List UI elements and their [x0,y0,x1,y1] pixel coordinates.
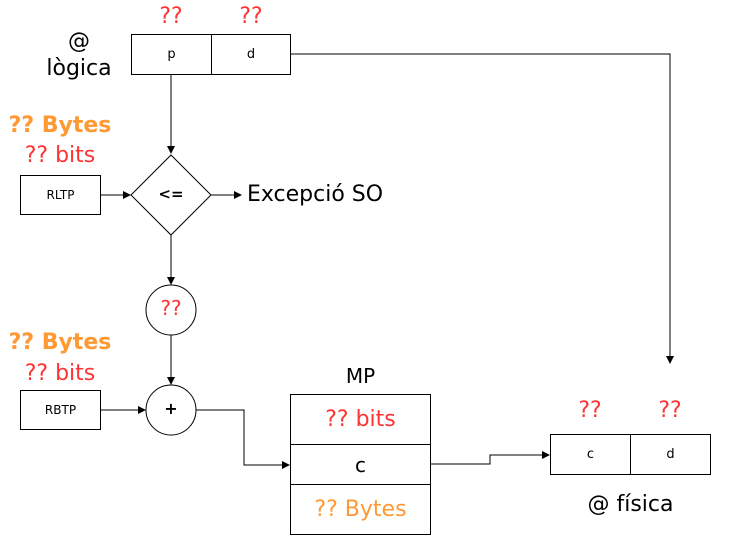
adder-operator: + [164,399,178,418]
logical-field-d: d [211,34,291,75]
wire-adder-to-mp [196,409,290,469]
main-memory-c: c [355,452,366,477]
main-memory-title: MP [345,364,376,388]
logica-text: lògica [46,56,112,81]
physical-field-c: c [550,434,631,475]
compare-operator: <= [158,185,184,203]
logical-d-bits: ?? [239,4,263,29]
logical-field-p: p [131,34,212,75]
rbtp-size-bytes: ?? Bytes [8,330,112,355]
main-memory-row-bytes: ?? Bytes [290,484,431,535]
at-symbol: @ [68,29,90,54]
wire-d-to-physical [291,53,674,364]
rbtp-size-bits: ?? bits [24,361,96,386]
rltp-size-bits: ?? bits [24,143,96,168]
main-memory-row-bits: ?? bits [290,394,431,445]
physical-c-bits: ?? [578,398,602,423]
physical-field-d-label: d [666,447,675,462]
rltp-label: RLTP [46,188,75,202]
multiplier-label: ?? [160,296,182,320]
physical-address-label: @ física [587,492,674,517]
logical-p-bits: ?? [159,4,183,29]
logical-address-label: @ lògica [40,28,118,82]
logical-field-d-label: d [246,47,256,62]
physical-field-c-label: c [586,447,595,462]
main-memory-bytes: ?? Bytes [314,497,407,522]
rbtp-label: RBTP [44,403,77,417]
main-memory-row-c: c [290,444,431,485]
rbtp-register: RBTP [20,390,101,430]
physical-field-d: d [630,434,711,475]
logical-field-p-label: p [167,47,176,62]
rltp-register: RLTP [20,175,101,215]
wire-mp-to-physical [431,451,550,465]
main-memory-bits: ?? bits [325,407,396,432]
exception-label: Excepció SO [247,182,384,207]
rltp-size-bytes: ?? Bytes [8,113,112,138]
physical-d-bits: ?? [658,398,682,423]
